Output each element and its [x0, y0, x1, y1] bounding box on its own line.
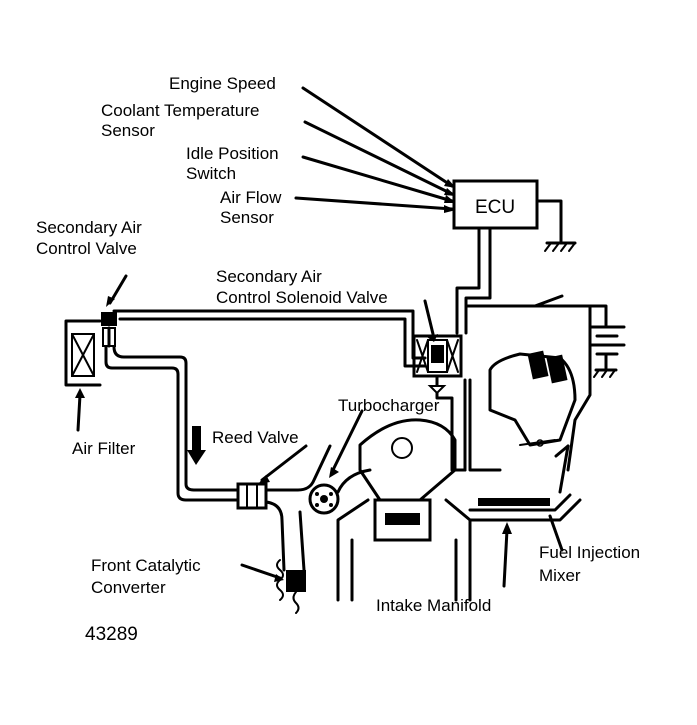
figure-number: 43289	[85, 624, 138, 645]
front-catalytic-converter-label-line2: Converter	[91, 578, 166, 597]
secondary-air-control-solenoid-label-line2: Control Solenoid Valve	[216, 288, 388, 307]
ecu-label: ECU	[475, 197, 515, 218]
solenoid-valve	[412, 299, 463, 395]
solenoid-housing-link	[435, 391, 467, 472]
ecu-solenoid-wires	[455, 226, 492, 335]
fuel-injection-mixer-label-line2: Mixer	[539, 566, 581, 585]
battery-circuit	[464, 294, 626, 378]
engine-speed-label: Engine Speed	[169, 74, 276, 93]
idle-position-switch-label-line1: Idle Position	[186, 144, 279, 163]
intake-manifold-label: Intake Manifold	[376, 596, 492, 615]
coolant-temperature-label-line1: Coolant Temperature	[101, 101, 260, 120]
engine-block	[336, 378, 582, 602]
turbocharger	[308, 409, 372, 515]
vacuum-hose	[112, 309, 427, 368]
ecu-ground-icon	[535, 199, 577, 252]
secondary-air-control-valve-label-line1: Secondary Air	[36, 218, 142, 237]
reed-valve	[236, 444, 308, 510]
front-catalytic-converter-label-line1: Front Catalytic	[91, 556, 201, 575]
idle-position-switch-label-line2: Switch	[186, 164, 237, 183]
air-flow-sensor-label-line1: Air Flow	[220, 188, 282, 207]
exhaust-pipe	[240, 444, 332, 614]
secondary-air-control-valve	[101, 274, 240, 502]
sensor-input-lines	[294, 86, 456, 213]
fuel-injection-mixer	[468, 304, 592, 552]
fuel-injection-mixer-label-line1: Fuel Injection	[539, 543, 641, 562]
air-filter	[64, 319, 102, 432]
secondary-air-control-valve-label-line2: Control Valve	[36, 239, 137, 258]
air-filter-label: Air Filter	[72, 439, 136, 458]
reed-valve-label: Reed Valve	[212, 428, 299, 447]
air-flow-sensor-label-line2: Sensor	[220, 208, 274, 227]
turbocharger-label: Turbocharger	[338, 396, 440, 415]
down-arrow-icon	[187, 426, 206, 465]
ecu-box: ECU	[452, 179, 539, 230]
secondary-air-control-solenoid-label-line1: Secondary Air	[216, 267, 322, 286]
coolant-temperature-label-line2: Sensor	[101, 121, 155, 140]
